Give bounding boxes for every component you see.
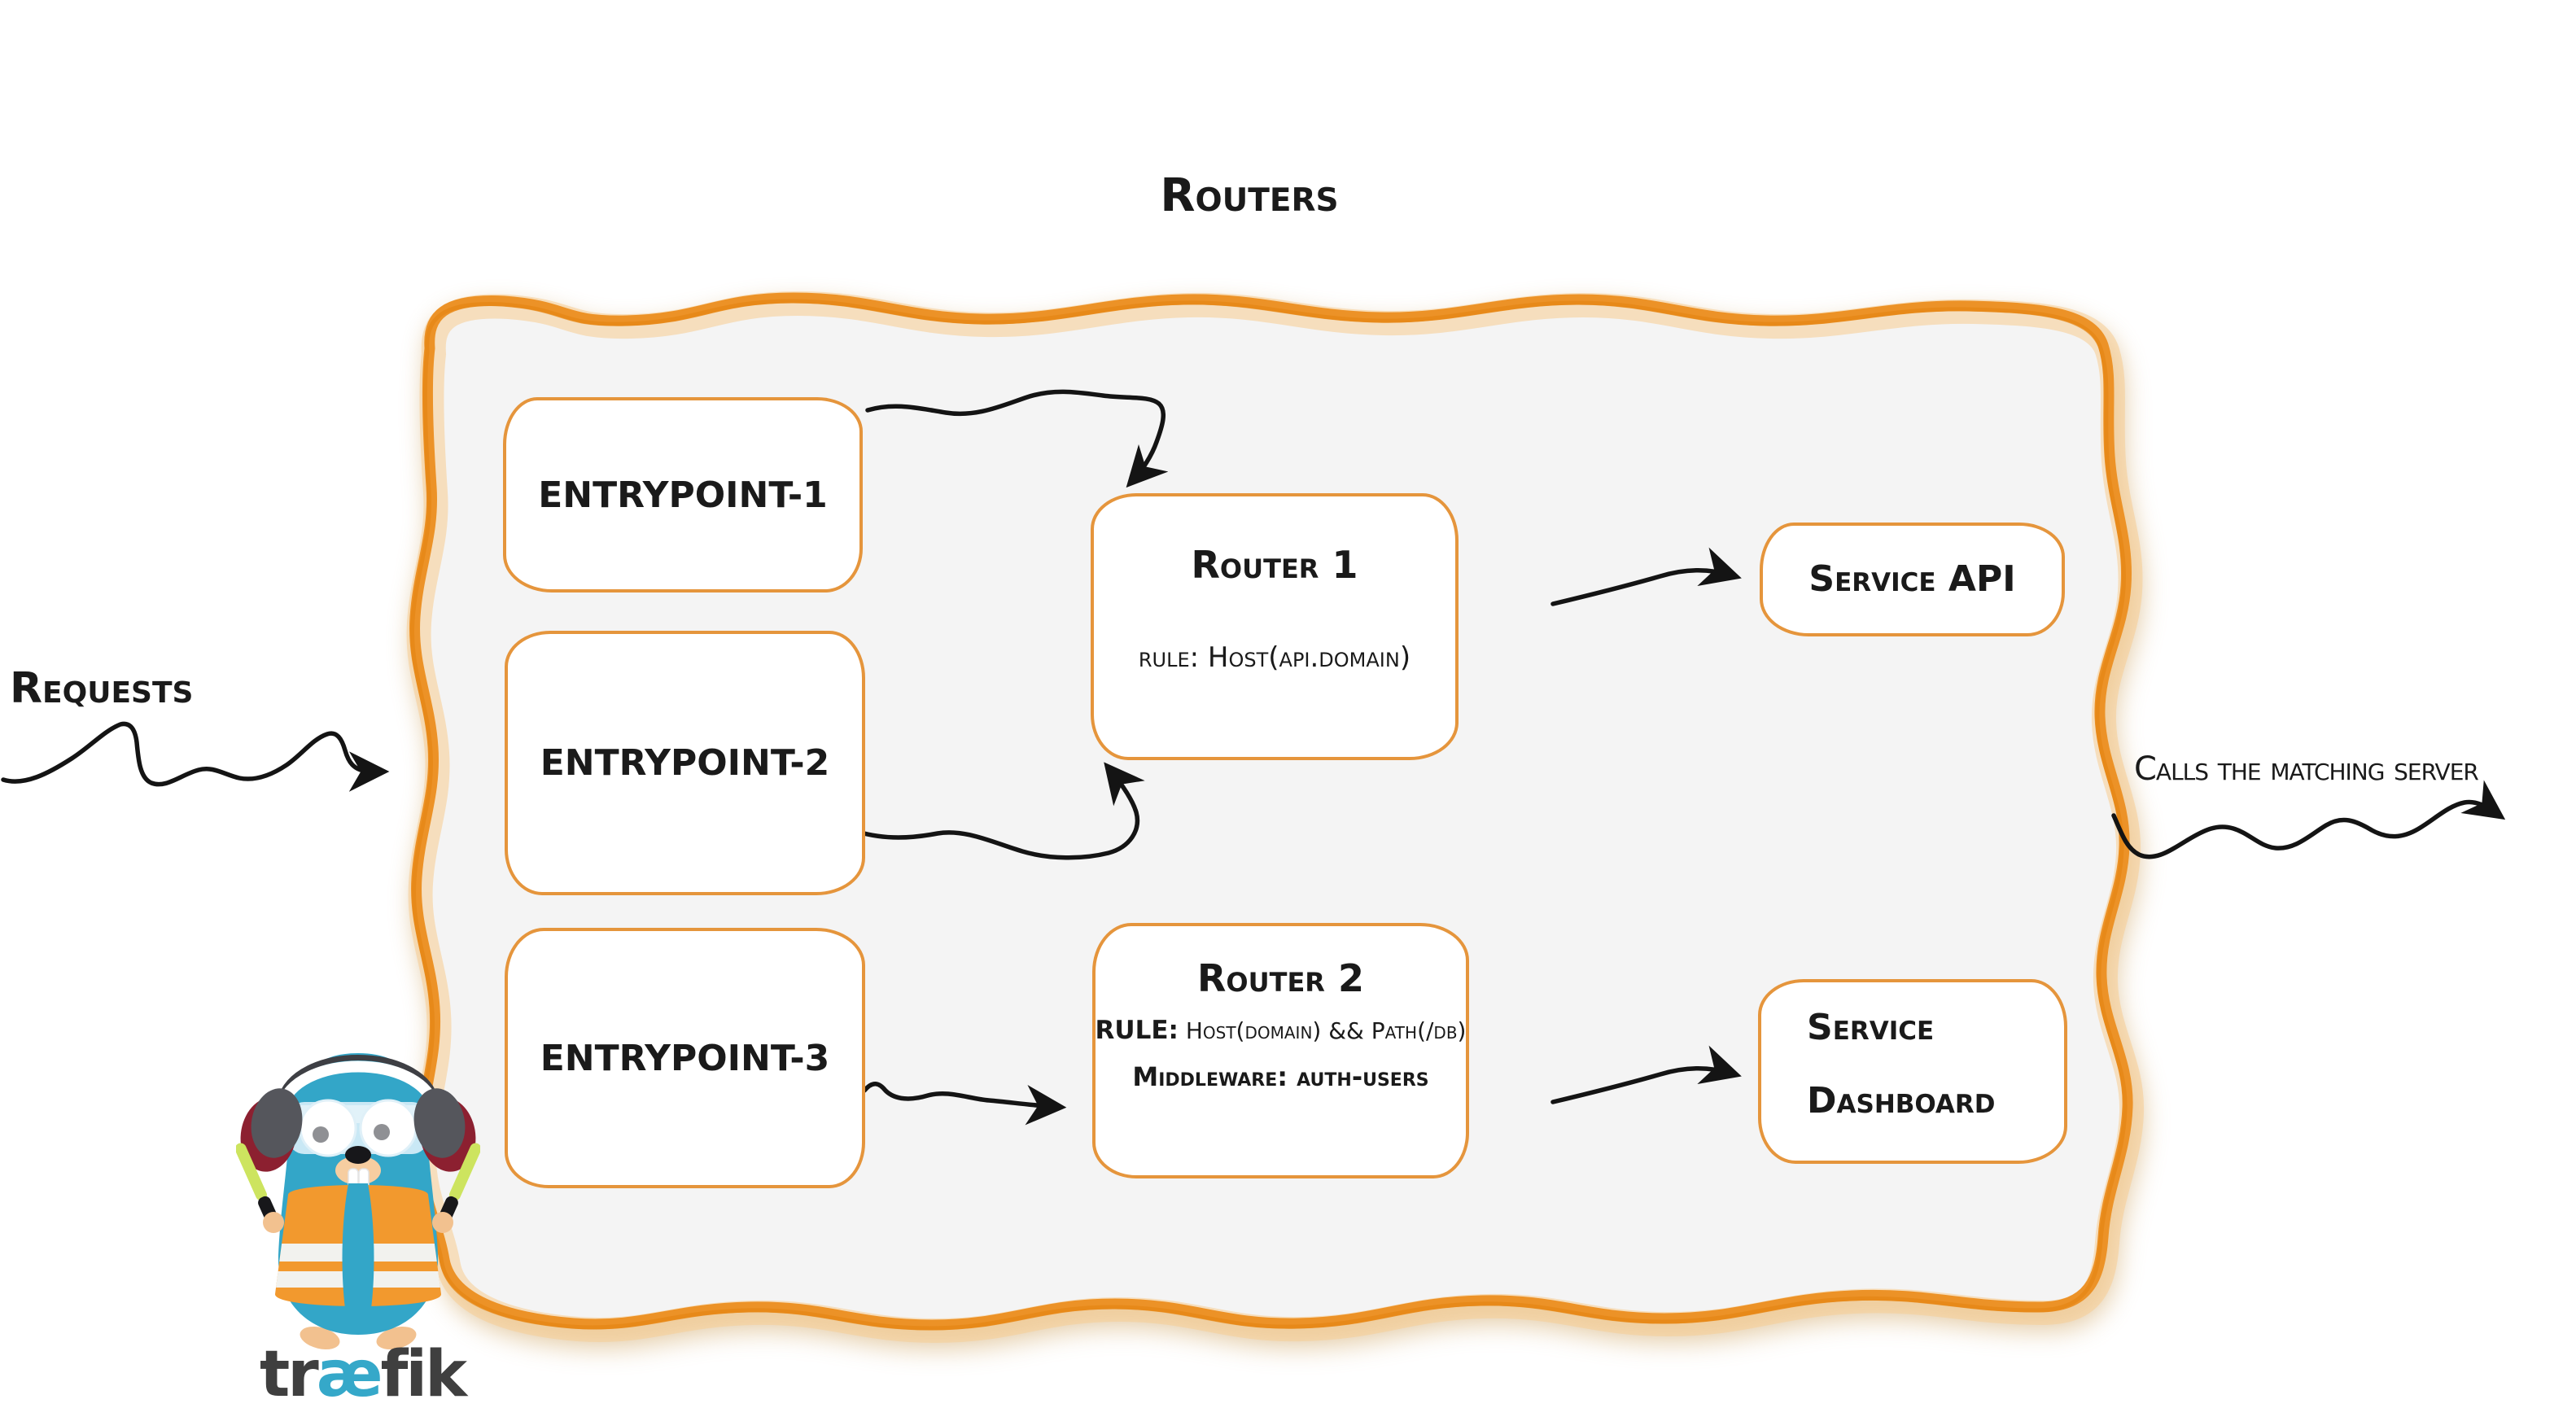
entrypoint-2-node: ENTRYPOINT-2	[505, 631, 865, 895]
arrow-router2-servicedashboard	[1550, 1045, 1742, 1104]
requests-label: Requests	[10, 664, 194, 713]
router-2-title: Router 2	[1197, 956, 1364, 1000]
entrypoint-1-label: ENTRYPOINT-1	[538, 474, 828, 516]
gopher-goggles	[288, 1099, 428, 1157]
gopher-traffic-batons	[236, 1143, 480, 1233]
calls-arrow	[2111, 780, 2506, 859]
service-api-node: Service API	[1760, 523, 2065, 636]
calls-label: Calls the matching server	[2134, 750, 2479, 788]
wordmark-ae: æ	[316, 1338, 383, 1408]
page-title: Routers	[1160, 169, 1339, 222]
router-2-rule: RULE: Host(domain) && Path(/db)	[1096, 1012, 1467, 1049]
traefik-gopher-logo	[236, 1053, 480, 1349]
service-dashboard-label-line2: Dashboard	[1807, 1080, 1996, 1122]
gopher-ear-protectors	[240, 1088, 476, 1172]
arrow-router1-serviceapi	[1550, 547, 1742, 606]
router-1-rule: rule: Host(api.domain)	[1138, 641, 1411, 674]
router-1-node: Router 1 rule: Host(api.domain)	[1091, 493, 1459, 760]
requests-arrow	[1, 721, 390, 792]
entrypoint-3-label: ENTRYPOINT-3	[540, 1037, 830, 1079]
arrow-entrypoint2-router1	[855, 762, 1145, 860]
router-2-rule-label: RULE:	[1095, 1016, 1179, 1045]
service-api-label: Service API	[1808, 558, 2016, 600]
router-2-rule-value: Host(domain) && Path(/db)	[1185, 1017, 1467, 1044]
entrypoint-3-node: ENTRYPOINT-3	[505, 928, 865, 1188]
router-1-title: Router 1	[1191, 543, 1358, 587]
entrypoint-1-node: ENTRYPOINT-1	[503, 397, 863, 592]
wordmark-tr: tr	[259, 1338, 319, 1408]
entrypoint-2-label: ENTRYPOINT-2	[540, 742, 830, 784]
arrow-entrypoint3-router2	[862, 1082, 1067, 1126]
wordmark-fik: fik	[380, 1338, 467, 1408]
router-2-middleware: Middleware: auth-users	[1132, 1061, 1429, 1092]
service-dashboard-node: Service Dashboard	[1758, 979, 2067, 1164]
router-2-node: Router 2 RULE: Host(domain) && Path(/db)…	[1092, 923, 1469, 1178]
traefik-wordmark: træfik	[244, 1343, 480, 1406]
arrow-entrypoint1-router1	[865, 389, 1169, 488]
gopher-safety-vest	[274, 1183, 442, 1309]
gopher-headband	[276, 1055, 440, 1109]
gopher-feet	[300, 1327, 417, 1349]
service-dashboard-label-line1: Service	[1807, 1007, 1935, 1048]
